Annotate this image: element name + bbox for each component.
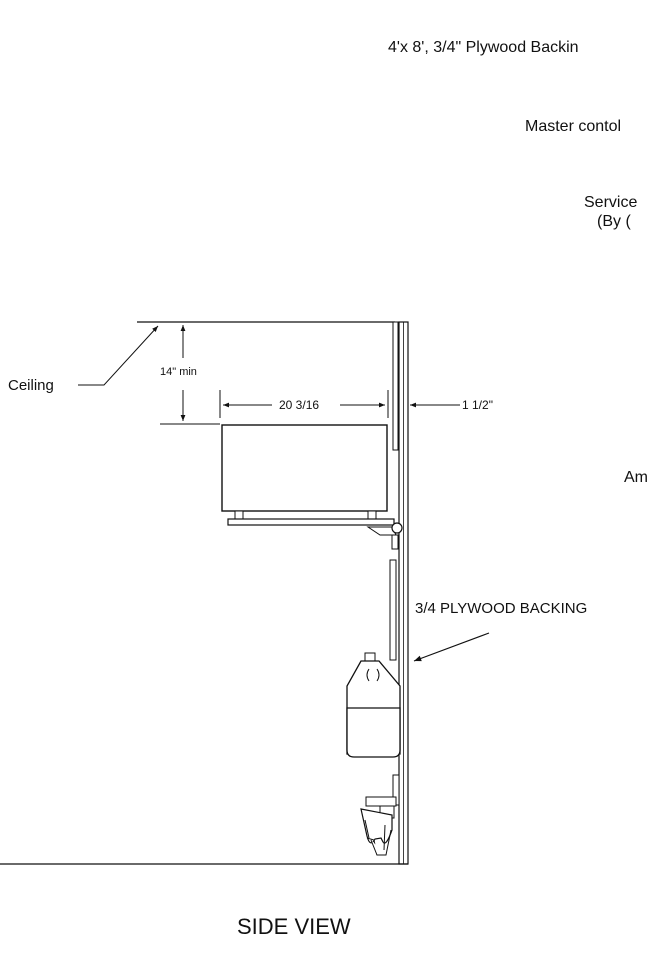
valve-body: [391, 534, 399, 550]
width-dim-label: 20 3/16: [279, 398, 319, 412]
wall-backing: [398, 321, 409, 865]
master-control-label: Master contol: [525, 118, 621, 135]
plywood-backing-label: 3/4 PLYWOOD BACKING: [415, 600, 587, 617]
view-title: SIDE VIEW: [237, 914, 351, 939]
plywood-backing-top-label: 4'x 8', 3/4" Plywood Backin: [388, 39, 579, 56]
clearance-dim-label: 14" min: [160, 366, 197, 378]
cabinet-foot-left: [234, 510, 244, 520]
offset-dim-label: 1 1/2": [462, 398, 493, 412]
ceiling-label: Ceiling: [8, 377, 54, 394]
plywood-backing-arrow: [413, 632, 490, 662]
service-label-line2: (By (: [597, 213, 631, 230]
ceiling-leader-arrow: [78, 325, 159, 386]
cabinet-unit: [221, 424, 388, 512]
shelf: [227, 518, 395, 526]
valve-knob: [391, 522, 403, 534]
lower-dispenser: [360, 774, 400, 856]
cabinet-foot-right: [367, 510, 377, 520]
drain-pipe: [389, 559, 397, 661]
chemical-jug: [346, 652, 401, 758]
service-label-line1: Service: [584, 194, 637, 211]
am-partial-label: Am: [624, 469, 648, 486]
conduit-upper: [392, 321, 399, 451]
